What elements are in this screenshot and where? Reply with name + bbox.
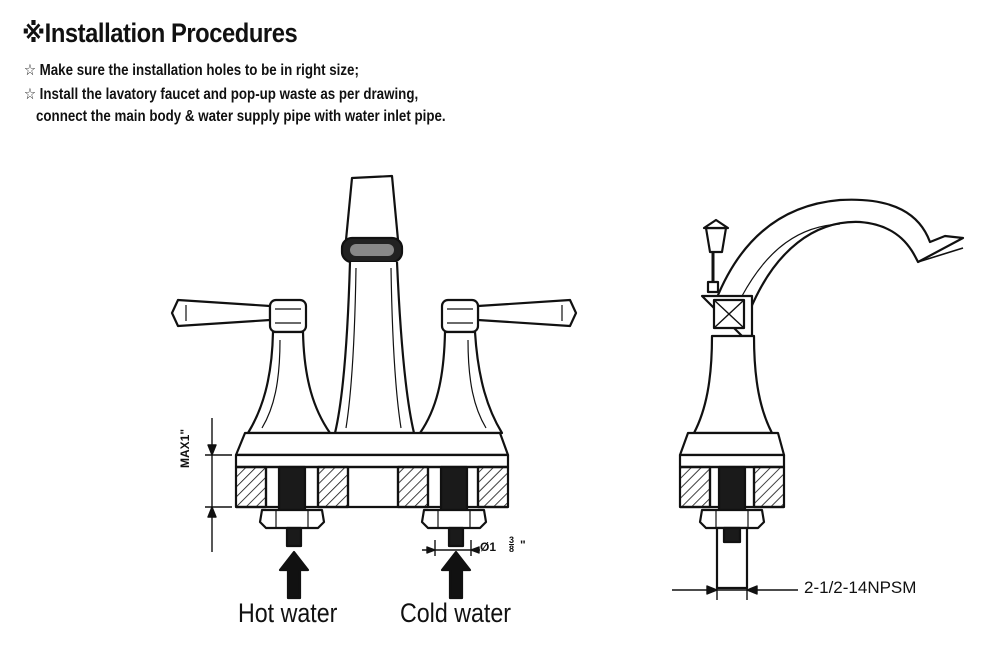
cold-handle xyxy=(418,298,578,435)
max-dimension-line xyxy=(205,418,232,552)
max-dimension-label: MAX1" xyxy=(178,428,192,468)
page-title: ※Installation Procedures xyxy=(22,18,298,48)
instruction-note-3: connect the main body & water supply pip… xyxy=(36,108,446,125)
front-view xyxy=(170,174,578,600)
diameter-suffix: " xyxy=(520,538,526,552)
instruction-note-1: ☆ Make sure the installation holes to be… xyxy=(24,62,359,79)
diameter-prefix: Ø1 xyxy=(480,540,497,554)
hot-water-label: Hot water xyxy=(238,598,338,628)
diameter-dimension-line xyxy=(422,540,480,556)
cold-water-label: Cold water xyxy=(400,598,511,628)
up-arrow-icon xyxy=(278,550,310,600)
diameter-fraction-denominator: 8 xyxy=(509,544,515,554)
spout xyxy=(333,174,416,435)
up-arrow-icon xyxy=(440,550,472,600)
thread-dimension-line xyxy=(672,578,798,600)
diameter-fraction: 3 8 xyxy=(509,535,515,554)
diameter-label: Ø1 xyxy=(480,540,496,554)
hot-handle xyxy=(170,298,332,435)
side-view xyxy=(672,198,965,600)
instruction-note-2: ☆ Install the lavatory faucet and pop-up… xyxy=(24,86,419,103)
diameter-fraction-numerator: 3 xyxy=(509,535,515,545)
thread-spec-label: 2-1/2-14NPSM xyxy=(804,578,917,597)
